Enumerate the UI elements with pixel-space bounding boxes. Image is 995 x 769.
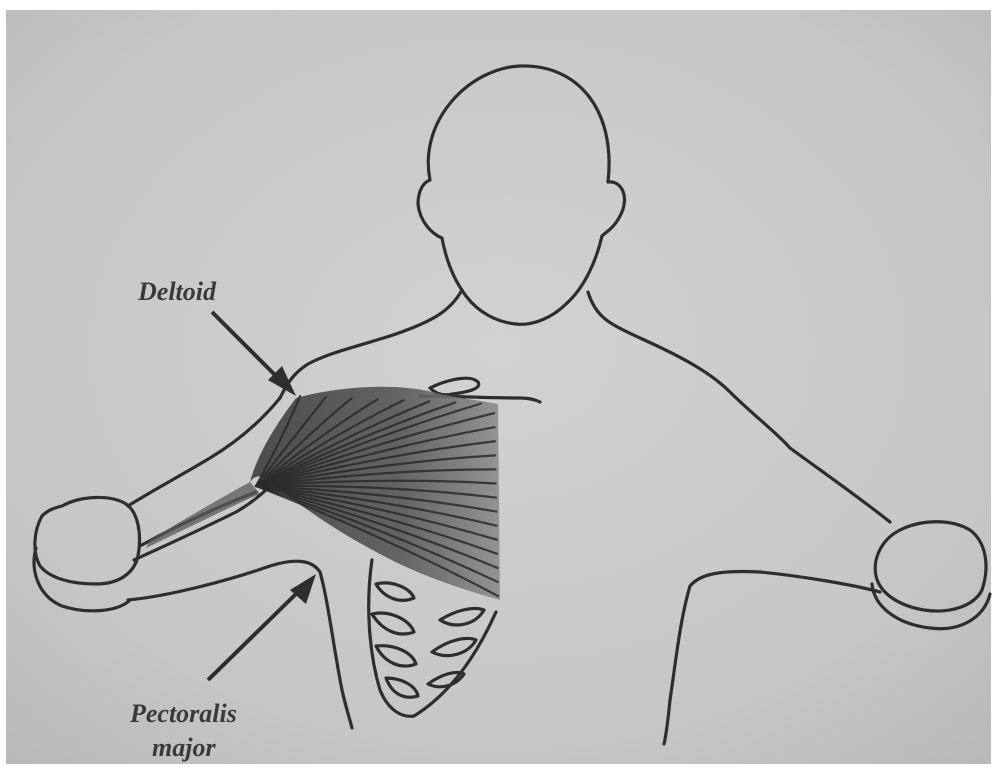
paper-sheet (6, 10, 991, 764)
deltoid-label: Deltoid (137, 277, 217, 306)
pectoralis-label-line2: major (152, 733, 216, 762)
pectoralis-label-line1: Pectoralis (129, 699, 237, 728)
